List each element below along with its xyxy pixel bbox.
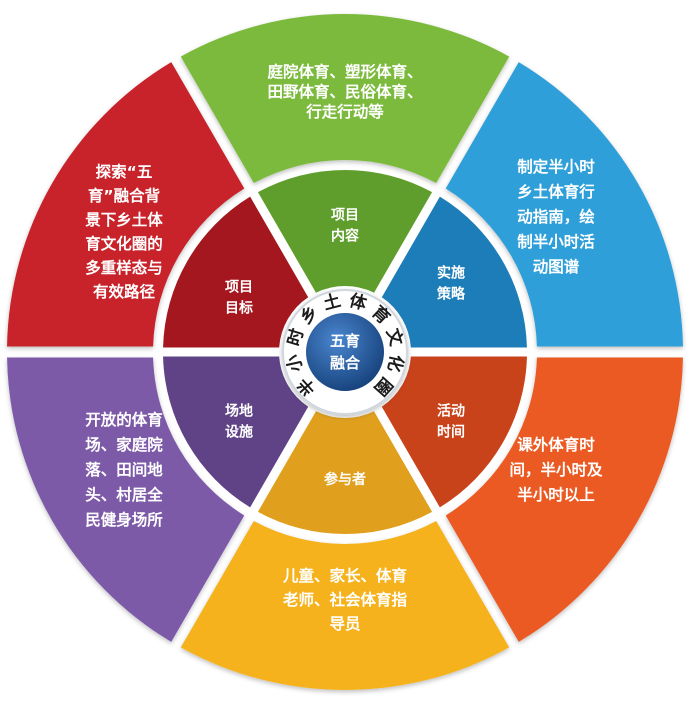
outer-label-upper-right-line: 制半小时活	[517, 232, 595, 251]
inner-label-bottom-line: 参与者	[324, 471, 366, 488]
outer-label-upper-left-line: 景下乡土体	[85, 210, 163, 229]
outer-label-bottom-line: 儿童、家长、体育	[282, 566, 407, 585]
outer-label-upper-right-line: 动图谱	[533, 257, 580, 276]
inner-segment-upper-left	[163, 196, 309, 348]
ring-text-char: 体	[347, 290, 370, 315]
outer-label-lower-right-line: 课外体育时	[517, 435, 595, 454]
inner-label-upper-left-line: 项目	[225, 280, 253, 296]
inner-segment-lower-left	[163, 356, 309, 508]
outer-label-lower-left-line: 落、田间地	[85, 460, 163, 479]
ring-text-char: 文	[382, 326, 407, 349]
outer-segment-top	[180, 13, 510, 184]
ring-text-char: 小	[284, 353, 307, 374]
inner-segment-upper-right	[381, 196, 527, 348]
outer-label-upper-right-line: 制定半小时	[517, 157, 595, 176]
outer-label-upper-left-line: 探索“五	[96, 162, 153, 181]
inner-label-upper-left-line: 目标	[225, 300, 253, 317]
inner-label-lower-right-line: 活动	[437, 403, 465, 420]
outer-label-upper-left-line: 育”融合背	[88, 186, 160, 205]
inner-label-lower-left-line: 设施	[225, 424, 253, 441]
inner-label-upper-right-line: 实施	[437, 265, 465, 282]
ring-text-char: 化	[383, 353, 407, 374]
inner-label-lower-right-line: 时间	[437, 424, 465, 441]
core-title-line: 融合	[330, 354, 361, 372]
outer-label-lower-right-line: 半小时以上	[517, 485, 595, 504]
core-title-line: 五育	[330, 332, 360, 350]
outer-label-lower-left-line: 头、村居全	[85, 485, 163, 504]
inner-label-top-line: 内容	[331, 228, 359, 245]
outer-segments	[7, 13, 683, 690]
outer-label-upper-left-line: 有效路径	[93, 282, 156, 301]
outer-segment-upper-left	[7, 62, 245, 347]
outer-segment-upper-right	[445, 62, 683, 347]
outer-label-top-line: 行走行动等	[305, 102, 384, 121]
outer-label-upper-right-line: 动指南，绘	[517, 207, 595, 226]
center-core	[304, 311, 386, 393]
ring-text-char: 土	[321, 290, 343, 315]
outer-label-lower-left-line: 民健身场所	[85, 510, 163, 529]
inner-label-upper-right-line: 策略	[436, 286, 466, 303]
outer-label-upper-left-line: 多重样态与	[85, 258, 163, 277]
inner-segment-bottom	[257, 411, 433, 534]
ring-text-char: 时	[284, 326, 308, 348]
inner-label-lower-left-line: 场地	[225, 403, 253, 420]
inner-segment-lower-right	[381, 356, 527, 508]
outer-segment-lower-left	[7, 357, 245, 642]
outer-label-upper-left-line: 育文化圈的	[85, 234, 163, 253]
outer-labels: 庭院体育、塑形体育、田野体育、民俗体育、行走行动等制定半小时乡土体育行动指南，绘…	[85, 62, 603, 633]
outer-label-top-line: 田野体育、民俗体育、	[267, 82, 422, 101]
outer-label-top-line: 庭院体育、塑形体育、	[267, 62, 422, 81]
outer-segment-bottom	[180, 520, 510, 690]
inner-segments	[163, 170, 527, 534]
outer-label-lower-left-line: 开放的体育	[85, 410, 163, 429]
outer-segment-lower-right	[445, 357, 683, 642]
outer-label-lower-right-line: 间，半小时及	[509, 460, 603, 479]
outer-label-bottom-line: 老师、社会体育指	[282, 590, 408, 609]
inner-label-top-line: 项目	[331, 208, 359, 224]
outer-label-lower-left-line: 场、家庭院	[85, 435, 163, 454]
outer-label-upper-right-line: 乡土体育行	[517, 182, 595, 201]
inner-segment-top	[257, 170, 433, 293]
outer-label-bottom-line: 导员	[329, 615, 360, 633]
